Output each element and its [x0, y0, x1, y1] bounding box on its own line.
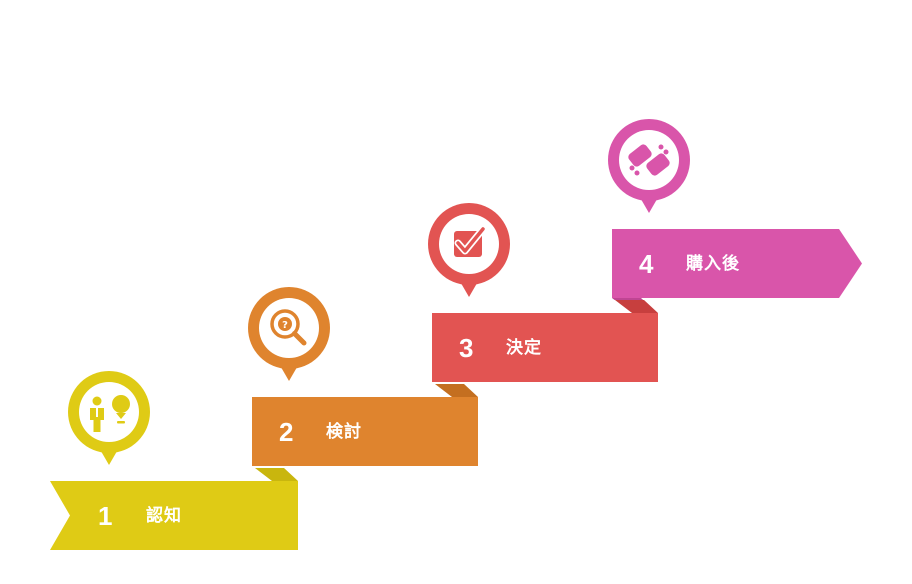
step-3-banner: [432, 300, 658, 382]
step-3-fold: [615, 300, 658, 313]
step-3-label: 決定: [506, 338, 542, 358]
step-2-number: 2: [279, 417, 294, 447]
handshake-icon: [628, 144, 670, 176]
step-4-number: 4: [639, 249, 654, 279]
step-3-pin: [428, 203, 510, 297]
step-4-ribbon: [612, 229, 862, 298]
step-2-label: 検討: [326, 422, 362, 442]
step-1-fold: [255, 468, 298, 481]
step-1-pin: [68, 371, 150, 465]
step-1-banner: [50, 468, 298, 550]
step-4-fold: [612, 298, 644, 300]
step-2-ribbon: [252, 397, 478, 466]
step-4-label: 購入後: [686, 254, 740, 274]
svg-text:?: ?: [282, 320, 288, 331]
checkbox-check-icon: [454, 225, 487, 257]
person-idea-icon: [90, 395, 130, 432]
step-2-fold: [435, 384, 478, 397]
step-2-banner: [252, 384, 478, 466]
step-4-banner: [612, 229, 862, 300]
step-2-pin: ?: [248, 287, 330, 381]
step-4-pin: [608, 119, 690, 213]
step-1-number: 1: [98, 501, 113, 531]
step-1-label: 認知: [146, 506, 182, 526]
step-1-ribbon: [50, 481, 298, 550]
step-3-number: 3: [459, 333, 474, 363]
magnifier-question-icon: ?: [270, 309, 307, 346]
step-3-ribbon: [432, 313, 658, 382]
